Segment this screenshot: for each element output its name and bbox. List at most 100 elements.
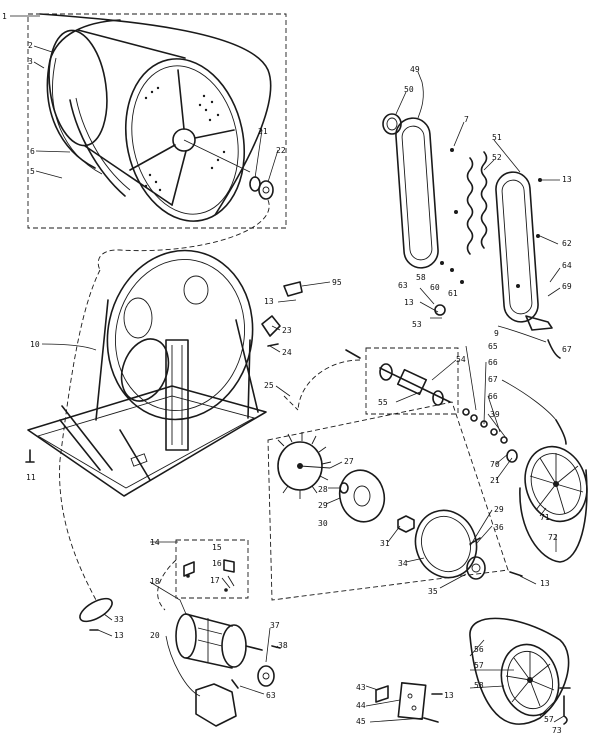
callout-39: 39 bbox=[490, 410, 500, 419]
callout-3: 3 bbox=[28, 57, 33, 66]
screw-13d bbox=[509, 571, 523, 577]
bracket-44 bbox=[397, 682, 427, 720]
callout-15: 15 bbox=[212, 543, 222, 552]
callout-7: 7 bbox=[464, 115, 469, 124]
callout-55: 55 bbox=[378, 398, 388, 407]
blower-wheel bbox=[277, 432, 332, 499]
bracket-43 bbox=[375, 685, 389, 703]
idler-pulley-small bbox=[434, 304, 446, 316]
callout-72: 72 bbox=[548, 533, 558, 542]
callout-57b: 57 bbox=[544, 715, 554, 724]
drum-bearing bbox=[258, 180, 274, 200]
callout-36: 36 bbox=[494, 523, 504, 532]
idler-pulley bbox=[500, 643, 560, 717]
motor-end-right bbox=[221, 624, 247, 668]
belt-loop bbox=[469, 617, 570, 725]
callout-28: 28 bbox=[318, 485, 328, 494]
callout-63b: 63 bbox=[266, 691, 276, 700]
callout-64: 64 bbox=[562, 261, 572, 270]
callout-21: 21 bbox=[258, 127, 268, 136]
callout-33: 33 bbox=[114, 615, 124, 624]
motor-body bbox=[185, 613, 233, 669]
blower-shaft bbox=[379, 367, 451, 403]
access-cover bbox=[79, 597, 113, 623]
group-leader bbox=[283, 359, 361, 411]
switch-group-box bbox=[175, 539, 249, 599]
callout-10: 10 bbox=[30, 340, 40, 349]
screw-63 bbox=[231, 679, 239, 689]
drum-group-box bbox=[27, 13, 287, 229]
drive-belt-72 bbox=[519, 469, 588, 563]
callout-95: 95 bbox=[332, 278, 342, 287]
duct-port bbox=[123, 297, 153, 339]
callout-5: 5 bbox=[30, 167, 35, 176]
callout-71: 71 bbox=[540, 513, 550, 522]
callout-70: 70 bbox=[490, 460, 500, 469]
callout-61: 61 bbox=[448, 289, 458, 298]
callout-69: 69 bbox=[562, 282, 572, 291]
blower-cover bbox=[338, 469, 386, 523]
callout-13d: 13 bbox=[540, 579, 550, 588]
callout-13c: 13 bbox=[264, 297, 274, 306]
switch-bracket bbox=[183, 561, 195, 577]
frame-leg-right bbox=[247, 339, 251, 419]
screw-45 bbox=[423, 717, 439, 723]
switch-16 bbox=[223, 559, 235, 573]
switch-17 bbox=[221, 575, 235, 589]
drum-perforations bbox=[144, 86, 226, 192]
shaft-bearing bbox=[379, 363, 393, 381]
callout-20: 20 bbox=[150, 631, 160, 640]
callout-52: 52 bbox=[492, 153, 502, 162]
motor-mount bbox=[195, 683, 237, 727]
drum-belt bbox=[39, 13, 272, 216]
callout-9: 9 bbox=[494, 329, 499, 338]
callout-11: 11 bbox=[26, 473, 36, 482]
callout-53: 53 bbox=[412, 320, 422, 329]
callout-57a: 57 bbox=[474, 661, 484, 670]
drive-pulley bbox=[524, 445, 588, 523]
callout-18: 18 bbox=[150, 577, 160, 586]
shaft-group-box bbox=[365, 347, 459, 415]
heater-housing-right bbox=[495, 171, 539, 323]
callout-23: 23 bbox=[282, 326, 292, 335]
shaft-clip bbox=[345, 349, 361, 359]
leveling-foot bbox=[25, 449, 35, 463]
drum-top-edge bbox=[77, 29, 186, 59]
idler-assembly bbox=[382, 113, 561, 359]
callout-58a: 58 bbox=[416, 273, 426, 282]
callout-38: 38 bbox=[278, 641, 288, 650]
callout-60: 60 bbox=[430, 283, 440, 292]
drum-spider-arms bbox=[129, 69, 235, 206]
drive-pulley-spokes bbox=[529, 453, 584, 515]
blower-bushing bbox=[466, 556, 486, 580]
callout-66a: 66 bbox=[488, 358, 498, 367]
hardware-stack bbox=[462, 408, 518, 463]
heating-element-coil-2 bbox=[480, 151, 488, 249]
callout-45: 45 bbox=[356, 717, 366, 726]
callout-54: 54 bbox=[456, 355, 466, 364]
callout-31: 31 bbox=[380, 539, 390, 548]
callout-numbers: 1 2 3 6 5 21 22 49 50 7 51 52 13 62 64 6… bbox=[2, 12, 572, 735]
callout-13a: 13 bbox=[562, 175, 572, 184]
base-braces bbox=[59, 405, 151, 481]
pulley-spring bbox=[555, 419, 567, 445]
belt-seal bbox=[382, 113, 402, 135]
drum-baffle bbox=[69, 99, 126, 197]
callout-56: 56 bbox=[474, 645, 484, 654]
heating-element-coil bbox=[466, 157, 474, 255]
callout-22: 22 bbox=[276, 146, 286, 155]
callout-29b: 29 bbox=[494, 505, 504, 514]
heater-housing-left bbox=[395, 117, 439, 269]
callout-16: 16 bbox=[212, 559, 222, 568]
center-support bbox=[165, 339, 189, 451]
callout-30: 30 bbox=[318, 519, 328, 528]
drum-front-opening bbox=[48, 29, 108, 147]
callout-43: 43 bbox=[356, 683, 366, 692]
cabinet-frame bbox=[25, 249, 267, 497]
callout-14: 14 bbox=[150, 538, 160, 547]
blower-rear-plate bbox=[414, 509, 478, 579]
callout-13f: 13 bbox=[444, 691, 454, 700]
blower-group-box bbox=[267, 401, 509, 601]
callout-2: 2 bbox=[28, 41, 33, 50]
